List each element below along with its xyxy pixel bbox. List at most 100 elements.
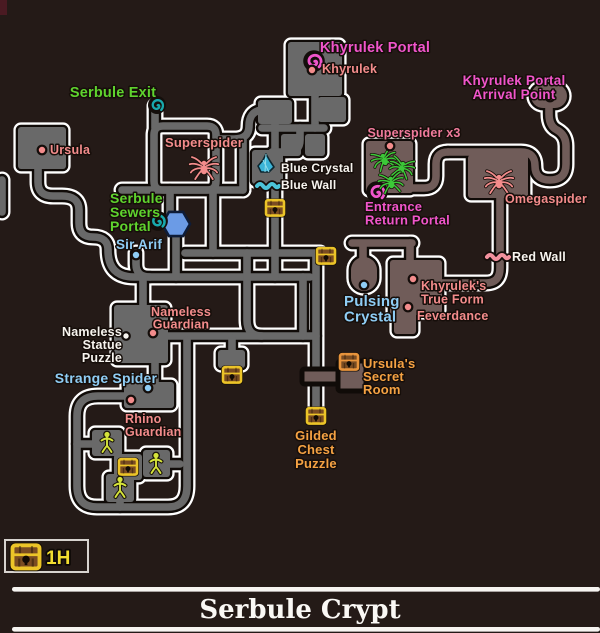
map-shape — [100, 436, 114, 453]
strange-spider-dot — [142, 382, 154, 394]
serbule-sewers-portal-icon — [148, 211, 168, 231]
green-spider-3 — [376, 170, 405, 195]
khyrulek-dot — [306, 64, 318, 76]
map-shape — [231, 377, 233, 381]
room — [394, 310, 416, 334]
map-label-superspider-x3: Superspider x3 — [367, 126, 460, 140]
chest-mid-east — [315, 246, 337, 266]
corridor — [34, 163, 314, 281]
rhino-guardian-dot — [125, 394, 137, 406]
map-shape — [274, 210, 276, 214]
map-shape — [381, 157, 388, 166]
room — [218, 350, 245, 368]
map-shape — [229, 374, 235, 380]
map-shape — [262, 153, 270, 173]
map-label-sir-arif: Sir Arif — [116, 237, 162, 252]
room — [318, 97, 346, 122]
map-shape — [272, 207, 278, 213]
map-shape — [388, 180, 395, 189]
room — [124, 382, 174, 408]
map-shape — [315, 418, 317, 422]
map-label-strange-spider: Strange Spider — [55, 370, 158, 386]
nameless-statue-dot — [121, 331, 131, 341]
map-label-serbule-exit: Serbule Exit — [70, 85, 156, 101]
blue-wall-icon — [253, 180, 283, 192]
corridor — [434, 194, 504, 287]
chest-gilded-puzzle — [305, 406, 327, 426]
chest-nameless — [221, 365, 243, 385]
legend: 1H — [4, 539, 89, 573]
map-label-red-wall: Red Wall — [512, 250, 566, 264]
legend-box — [4, 539, 89, 573]
map-shape — [485, 253, 511, 261]
map-label-omegaspider: Omegaspider — [505, 192, 587, 206]
map-shape — [153, 452, 159, 459]
map-fragment — [0, 0, 7, 15]
statue-2-statue-icon — [148, 451, 164, 475]
feverdance-dot — [402, 301, 414, 313]
map-shape — [377, 171, 404, 195]
chest-secret-room — [338, 352, 360, 372]
map-shape — [495, 179, 503, 189]
blue-crystal-icon — [257, 153, 275, 173]
map-label-ursula: Ursula — [50, 143, 91, 157]
map-shape — [310, 408, 322, 423]
red-wall-icon — [483, 251, 513, 263]
map-label-blue-wall: Blue Wall — [281, 178, 336, 192]
map-label-khyrulek-portal: Khyrulek Portal — [320, 40, 430, 56]
room — [305, 134, 325, 156]
map-shape — [113, 481, 127, 498]
statue-1-statue-icon — [99, 430, 115, 454]
map-shape — [269, 200, 281, 215]
legend-chest-duration: 1H — [46, 548, 70, 569]
map-shape — [380, 153, 385, 158]
map-shape — [255, 182, 281, 190]
corridor — [150, 122, 220, 194]
map-shape — [348, 364, 350, 368]
omegaspider-icon — [482, 169, 516, 195]
map-shape — [125, 466, 131, 472]
corridor — [406, 148, 452, 192]
statue-3-statue-icon — [112, 475, 128, 499]
nameless-guardian-dot — [147, 327, 159, 339]
room — [281, 134, 301, 156]
ursula-dot — [36, 144, 48, 156]
title-bar: Serbule Crypt — [12, 587, 600, 632]
map-shape — [18, 546, 34, 567]
map-shape — [388, 176, 393, 181]
arrival-point-dot — [544, 91, 556, 103]
sir-arif-dot — [130, 249, 142, 261]
corridor — [73, 336, 191, 511]
map-label-khyrulek: Khyrulek — [322, 62, 377, 76]
map-shape — [343, 354, 355, 369]
map-shape — [151, 99, 165, 112]
superspider-x3-dot — [384, 140, 396, 152]
map-shape — [24, 560, 28, 566]
room — [390, 260, 442, 315]
map-shape — [313, 415, 319, 421]
map-shape — [320, 248, 332, 263]
map-shape — [346, 361, 352, 367]
map-shape — [496, 174, 502, 180]
map-shape — [152, 214, 166, 228]
chest-statue-loop — [117, 457, 139, 477]
corridor — [444, 96, 570, 184]
map-shape — [127, 469, 129, 473]
superspider-icon — [187, 155, 221, 181]
khyruleks-true-form-dot — [407, 273, 419, 285]
map-shape — [117, 476, 123, 483]
title-divider-top — [12, 587, 600, 592]
title-divider-bottom — [12, 627, 600, 632]
map-shape — [400, 161, 405, 166]
map-shape — [122, 459, 134, 474]
map-shape — [307, 53, 323, 69]
